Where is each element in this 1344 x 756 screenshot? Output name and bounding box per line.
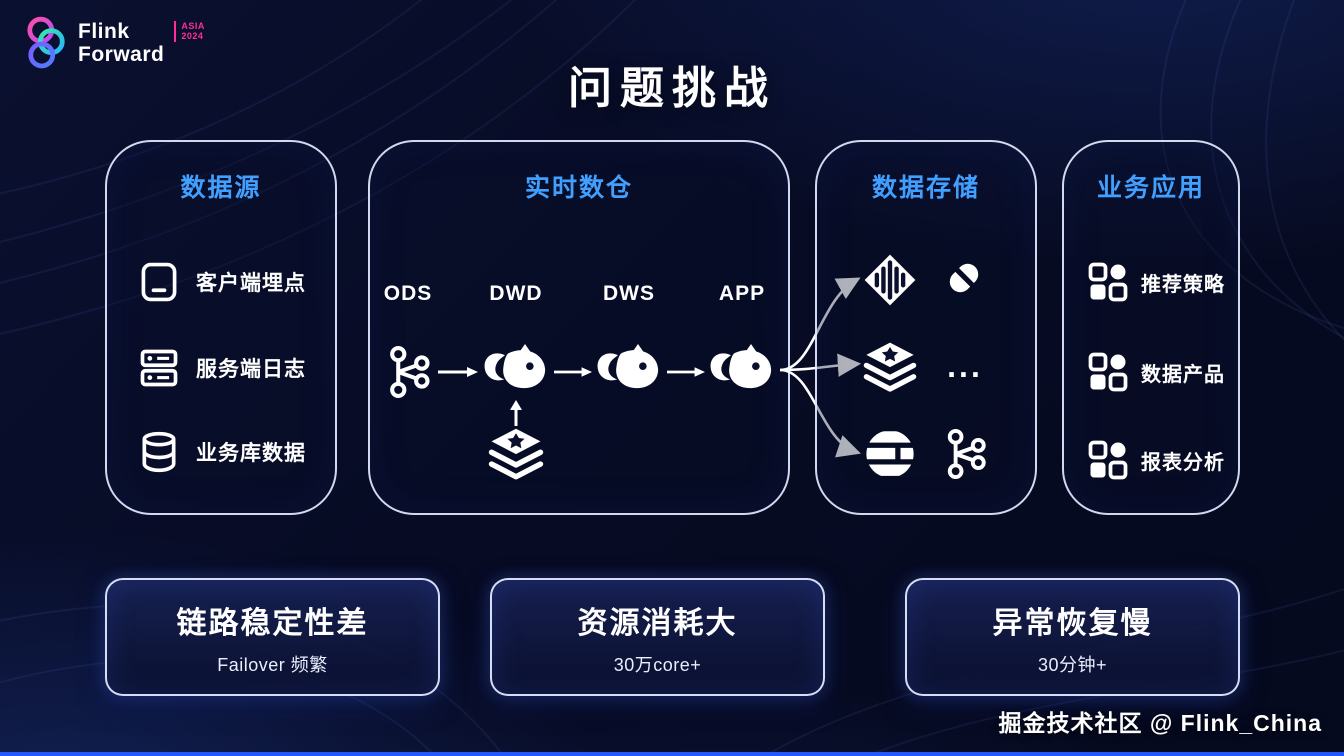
datasource-item-label: 服务端日志: [196, 358, 306, 381]
logo-badge: ASIA 2024: [174, 21, 205, 42]
application-item-report: 报表分析: [1088, 438, 1225, 482]
logo-badge-line2: 2024: [181, 31, 204, 42]
problem-box-resource: 资源消耗大 30万core+: [490, 578, 825, 696]
panel-storage: 数据存储: [815, 140, 1037, 515]
application-item-recommend: 推荐策略: [1088, 260, 1225, 304]
application-item-label: 报表分析: [1141, 451, 1225, 474]
problem-title: 资源消耗大: [577, 606, 738, 640]
capsule-icon: [936, 250, 992, 306]
flink-forward-logo-icon: [26, 16, 68, 72]
starrocks-layers-icon: [862, 340, 918, 396]
datasource-item-label: 业务库数据: [196, 442, 306, 465]
kafka-icon: [940, 429, 990, 479]
dashboard-grid-icon: [1088, 262, 1128, 302]
stage-label-dwd: DWD: [489, 282, 543, 305]
watermark: 掘金技术社区 @ Flink_China: [998, 710, 1322, 736]
kafka-icon: [382, 346, 434, 398]
problem-box-stability: 链路稳定性差 Failover 频繁: [105, 578, 440, 696]
problem-box-recovery: 异常恢复慢 30分钟+: [905, 578, 1240, 696]
dashboard-grid-icon: [1088, 352, 1128, 392]
bottom-accent-bar: [0, 752, 1344, 756]
panel-warehouse-title: 实时数仓: [524, 174, 633, 202]
application-item-label: 数据产品: [1141, 363, 1225, 386]
panel-application-title: 业务应用: [1096, 174, 1205, 202]
panel-warehouse: 实时数仓 ODS DWD DWS APP: [368, 140, 790, 515]
problem-subtitle: Failover 频繁: [217, 654, 328, 675]
elasticsearch-icon: [862, 426, 918, 482]
flink-squirrel-icon: [594, 344, 664, 398]
panel-datasource-title: 数据源: [180, 174, 262, 202]
datasource-item-dbdata: 业务库数据: [137, 429, 306, 475]
server-rack-icon: [137, 346, 181, 390]
datasource-item-serverlog: 服务端日志: [137, 345, 306, 391]
application-item-dataproduct: 数据产品: [1088, 350, 1225, 394]
arrow-up-icon: [509, 400, 523, 426]
panel-storage-title: 数据存储: [871, 174, 980, 202]
arrow-right-icon: [554, 366, 592, 378]
problem-subtitle: 30万core+: [613, 654, 702, 675]
arrow-right-icon: [667, 366, 705, 378]
stage-label-ods: ODS: [383, 282, 433, 305]
dashboard-grid-icon: [1088, 440, 1128, 480]
datasource-item-client: 客户端埋点: [137, 259, 306, 305]
stage-label-dws: DWS: [603, 282, 655, 305]
panel-application: 业务应用 推荐策略 数据产品: [1062, 140, 1240, 515]
problem-subtitle: 30分钟+: [1037, 654, 1108, 675]
arrow-right-icon: [438, 366, 478, 378]
application-item-label: 推荐策略: [1141, 273, 1225, 296]
database-cylinder-icon: [137, 430, 181, 474]
flink-forward-logo: Flink Forward ASIA 2024: [26, 16, 205, 72]
logo-line1: Flink: [78, 20, 130, 44]
problem-title: 链路稳定性差: [176, 606, 369, 640]
datasource-item-label: 客户端埋点: [196, 272, 306, 295]
logo-text: Flink Forward: [78, 21, 164, 66]
logo-badge-line1: ASIA: [181, 21, 205, 31]
doris-diamond-icon: [862, 252, 918, 308]
more-storage-ellipsis: ...: [947, 348, 983, 384]
panel-datasource: 数据源 客户端埋点 服务端日志: [105, 140, 337, 515]
flink-squirrel-icon: [707, 344, 777, 398]
flink-squirrel-icon: [481, 344, 551, 398]
starrocks-layers-icon: [487, 426, 545, 484]
logo-line2: Forward: [78, 43, 165, 66]
problem-title: 异常恢复慢: [992, 606, 1153, 640]
stage-label-app: APP: [718, 282, 766, 305]
client-screen-icon: [137, 260, 181, 304]
page-title: 问题挑战: [568, 64, 776, 113]
